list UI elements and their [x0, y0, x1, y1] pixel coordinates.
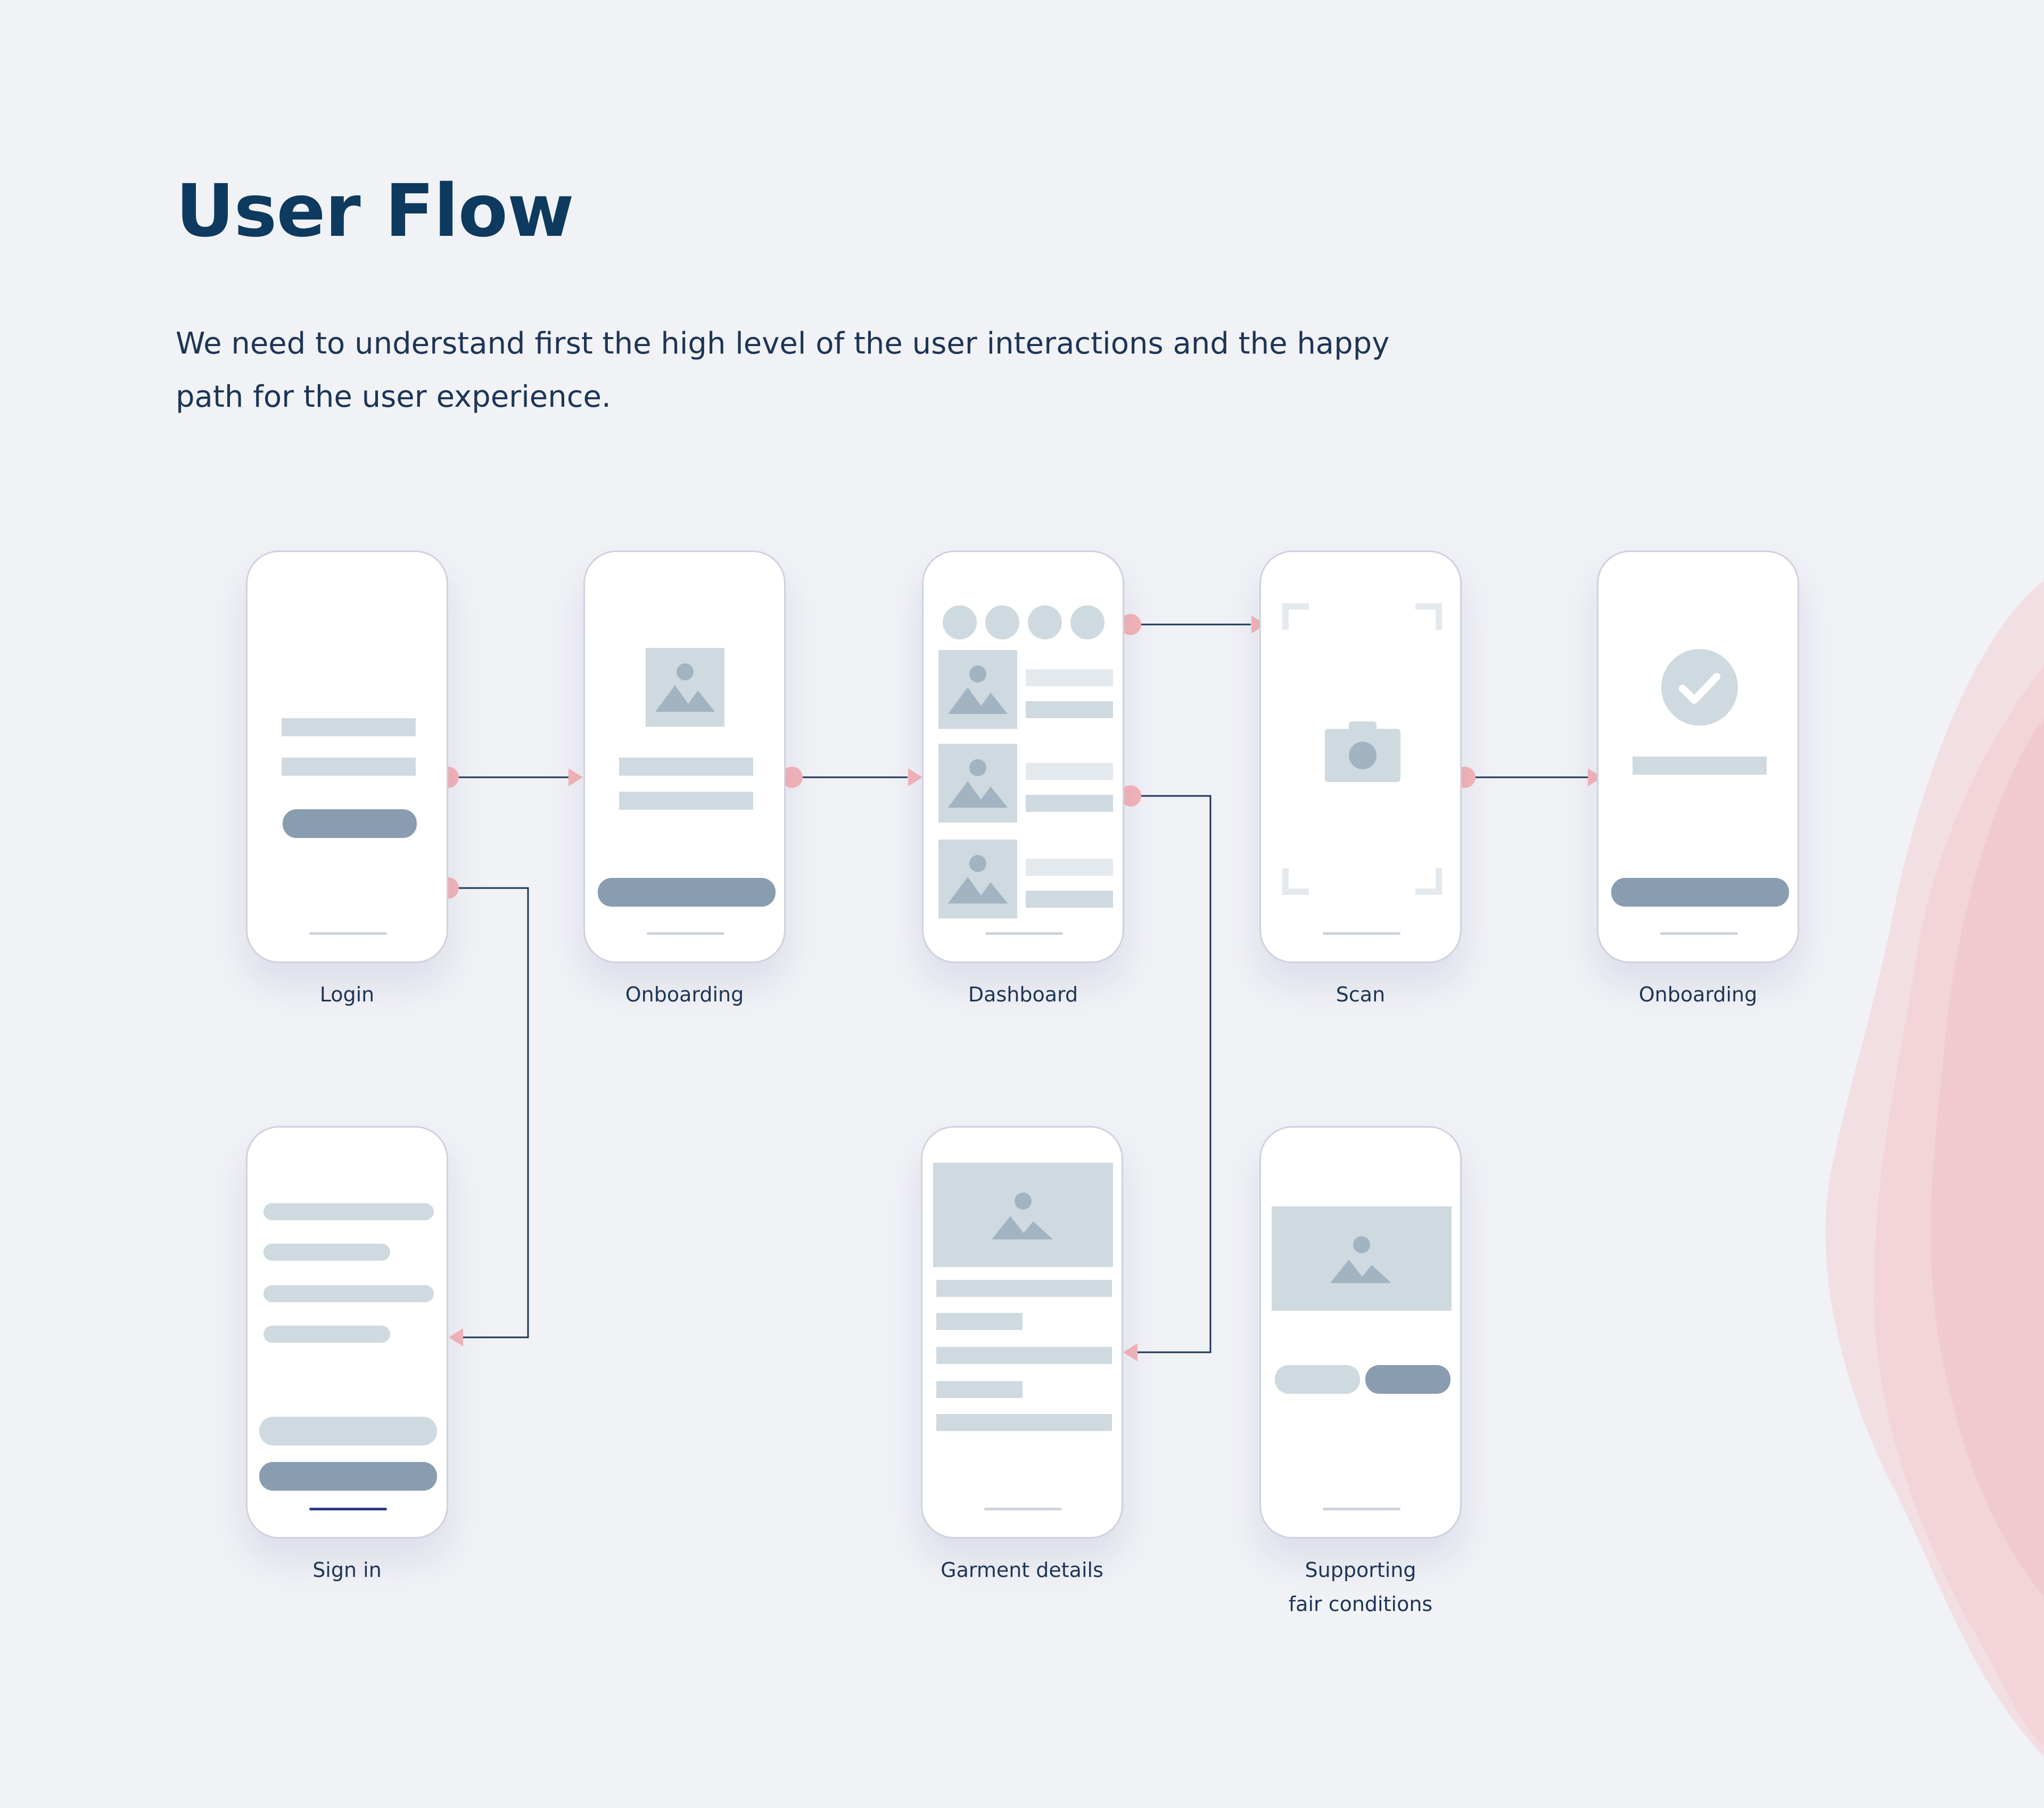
screen-label: Garment details: [941, 1558, 1103, 1582]
flow-dashboard-garment: [1131, 795, 1211, 1353]
screen-onboarding[interactable]: [583, 550, 786, 963]
home-indicator: [309, 932, 387, 935]
wireframe-text-block: [619, 758, 753, 776]
screen-label: Dashboard: [968, 983, 1078, 1006]
arrow-head: [1123, 1343, 1138, 1361]
arrow-head: [908, 768, 922, 786]
connector-dot: [1120, 614, 1141, 635]
screen-label: Sign in: [312, 1558, 382, 1582]
image-icon: [646, 648, 724, 727]
connector-dot: [781, 767, 803, 788]
wireframe-text-block: [282, 718, 416, 736]
wireframe-primary-button: [1365, 1365, 1450, 1394]
flow-login-signin: [448, 887, 529, 1338]
wireframe-sign-in-button: [259, 1462, 437, 1491]
wireframe-form-field: [263, 1244, 390, 1261]
screen-label: Scan: [1336, 983, 1386, 1006]
story-avatar: [985, 605, 1019, 639]
wireframe-text-block: [936, 1313, 1023, 1330]
arrow-head: [1251, 615, 1266, 634]
wireframe-text-block: [936, 1381, 1023, 1398]
connector-dot: [1120, 785, 1141, 807]
wireframe-text-block: [1026, 859, 1113, 876]
home-indicator: [984, 1508, 1062, 1510]
wireframe-text-block: [1026, 701, 1113, 718]
image-icon: [938, 650, 1017, 729]
story-avatar: [1028, 605, 1062, 639]
wireframe-text-block: [1633, 757, 1767, 775]
wireframe-secondary-button: [1275, 1365, 1360, 1394]
story-avatar: [1070, 605, 1105, 639]
wireframe-form-field: [263, 1326, 390, 1343]
image-icon: [938, 744, 1017, 823]
screen-login[interactable]: [246, 550, 448, 963]
screen-sign-in[interactable]: [246, 1126, 448, 1539]
arrow-head: [568, 768, 583, 786]
screen-garment-details[interactable]: [921, 1126, 1123, 1539]
home-indicator: [1660, 932, 1738, 935]
wireframe-continue-button: [1611, 878, 1789, 907]
wireframe-text-block: [936, 1347, 1112, 1364]
wireframe-text-block: [1026, 763, 1113, 780]
check-icon: [1660, 648, 1739, 727]
home-indicator: [309, 1508, 387, 1510]
wireframe-form-field: [263, 1285, 434, 1302]
arrow-head: [449, 1328, 463, 1346]
wireframe-text-block: [1026, 669, 1113, 686]
wireframe-form-field: [263, 1203, 434, 1220]
wireframe-text-block: [1026, 795, 1113, 812]
page-description: We need to understand first the high lev…: [176, 326, 1390, 414]
camera-icon: [1325, 721, 1400, 782]
screen-label-line2: fair conditions: [1288, 1592, 1433, 1616]
story-avatar: [943, 605, 977, 639]
image-icon: [1272, 1206, 1452, 1311]
wireframe-text-block: [936, 1280, 1112, 1297]
wireframe-continue-button: [598, 878, 776, 907]
wireframe-text-block: [619, 792, 753, 810]
page-title: User Flow: [176, 169, 574, 253]
wireframe-text-block: [282, 758, 416, 776]
screen-scan[interactable]: [1259, 550, 1462, 963]
screen-label: Onboarding: [1638, 983, 1758, 1006]
screen-label: Login: [319, 983, 375, 1006]
wireframe-secondary-button: [259, 1417, 437, 1445]
home-indicator: [1323, 1508, 1400, 1510]
scan-frame-icon: [1282, 603, 1442, 895]
wireframe-text-block: [1026, 891, 1113, 908]
screen-label: Onboarding: [625, 983, 744, 1006]
home-indicator: [1323, 932, 1400, 935]
image-icon: [938, 840, 1017, 918]
screen-label-line1: Supporting: [1305, 1558, 1416, 1582]
screen-dashboard[interactable]: [922, 550, 1124, 963]
screen-supporting-fair-conditions[interactable]: [1259, 1126, 1462, 1539]
image-icon: [933, 1163, 1113, 1267]
screen-onboarding-success[interactable]: [1597, 550, 1799, 963]
arrow-head: [1588, 768, 1602, 786]
home-indicator: [647, 932, 724, 935]
wireframe-login-button: [283, 809, 417, 838]
home-indicator: [985, 932, 1063, 935]
wireframe-text-block: [936, 1414, 1112, 1431]
